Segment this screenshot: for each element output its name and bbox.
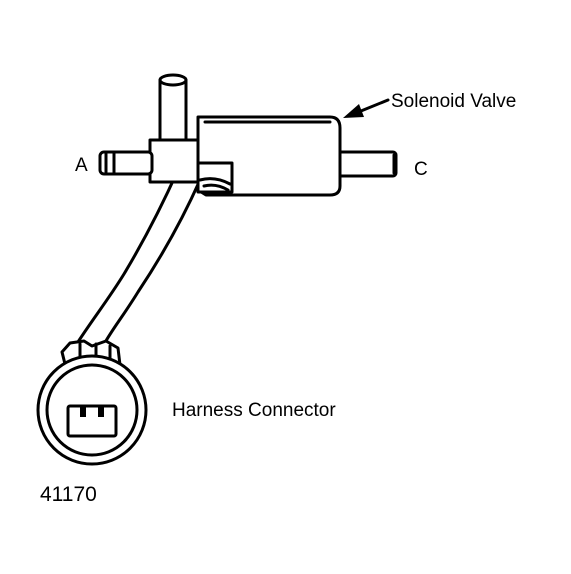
wire-grommet <box>196 161 234 194</box>
tee-block <box>148 138 200 184</box>
figure-number: 41170 <box>40 483 97 506</box>
solenoid-valve-pointer <box>343 98 390 118</box>
solenoid-valve-label: Solenoid Valve <box>391 91 516 112</box>
harness-wire <box>74 168 202 350</box>
port-a-label: A <box>75 155 88 176</box>
harness-connector-label: Harness Connector <box>172 400 336 421</box>
tee-vertical-stem <box>158 73 188 152</box>
port-c-label: C <box>414 159 428 180</box>
port-a-nipple <box>98 150 154 176</box>
harness-connector <box>36 339 148 466</box>
